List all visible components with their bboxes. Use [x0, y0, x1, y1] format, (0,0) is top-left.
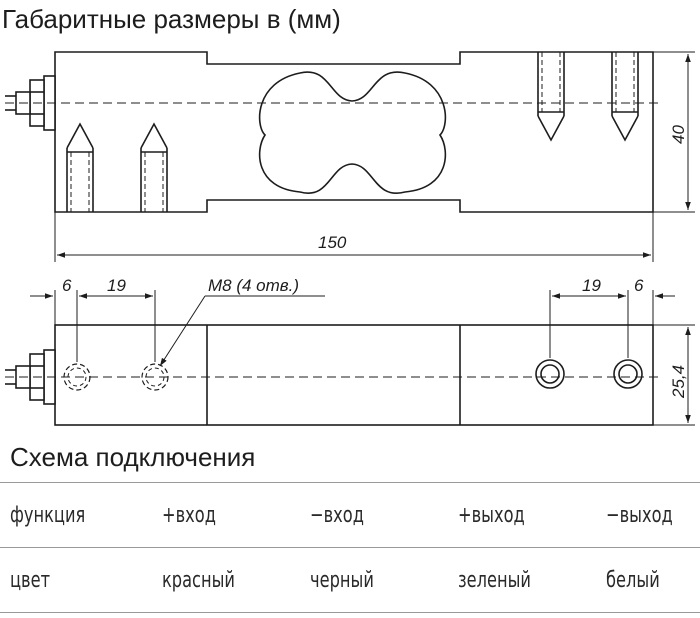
table-cell: −выход [596, 482, 700, 548]
table-cell: зеленый [448, 547, 596, 613]
table-cell: +вход [152, 482, 300, 548]
plan-view [5, 324, 660, 426]
height-dimension [653, 51, 695, 213]
table-cell: −вход [300, 482, 448, 548]
strain-cutout [258, 71, 447, 194]
table-cell: белый [596, 547, 700, 613]
offset-right-label: 6 [634, 276, 644, 295]
threaded-hole-left-2 [140, 122, 168, 212]
threaded-hole-right-2 [611, 52, 639, 142]
table-cell: цвет [0, 547, 152, 613]
table-row: цвет красный черный зеленый белый [0, 547, 700, 613]
table-cell: функция [0, 482, 152, 548]
table-row: функция +вход −вход +выход −выход [0, 482, 700, 548]
length-label: 150 [318, 233, 347, 252]
hole-left-2 [141, 363, 169, 391]
wiring-table: функция +вход −вход +выход −выход цвет к… [0, 482, 700, 613]
hole-right-2 [613, 359, 643, 389]
connection-title: Схема подключения [10, 442, 256, 472]
threaded-hole-right-1 [537, 52, 565, 142]
dimensions-title: Габаритные размеры в (мм) [2, 4, 341, 34]
hole-position-dimensions [30, 290, 675, 367]
offset-left-label: 6 [62, 276, 72, 295]
table-cell: +выход [448, 482, 596, 548]
table-cell: черный [300, 547, 448, 613]
width-dimension [653, 324, 695, 426]
thread-label: M8 (4 отв.) [208, 276, 299, 295]
side-view [5, 51, 660, 213]
load-cell-drawing: 150 40 25,4 6 19 M8 (4 отв.) 19 6 [5, 51, 695, 426]
spacing-right-label: 19 [582, 276, 601, 295]
height-label: 40 [669, 125, 688, 144]
length-dimension [54, 212, 654, 262]
spacing-left-label: 19 [107, 276, 126, 295]
table-cell: красный [152, 547, 300, 613]
hole-left-1 [63, 363, 91, 391]
threaded-hole-left-1 [66, 122, 94, 212]
width-label: 25,4 [669, 365, 688, 399]
hole-right-1 [535, 359, 565, 389]
